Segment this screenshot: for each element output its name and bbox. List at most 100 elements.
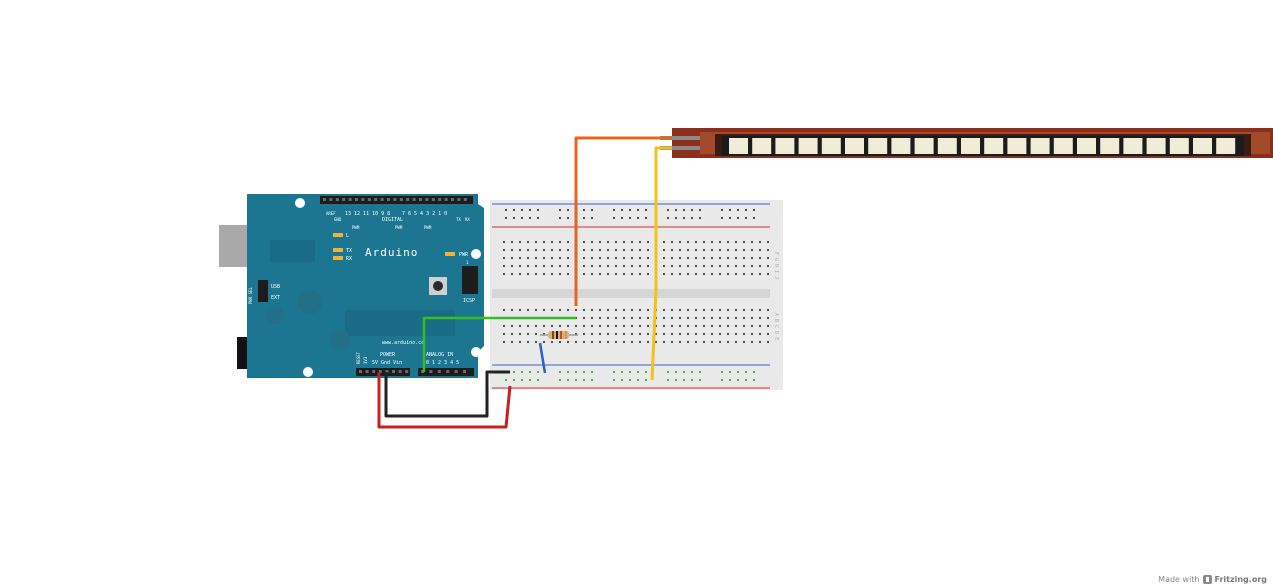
breadboard-hole[interactable] [631, 317, 633, 319]
breadboard-hole[interactable] [647, 325, 649, 327]
breadboard-hole[interactable] [615, 241, 617, 243]
breadboard-hole[interactable] [637, 371, 639, 373]
breadboard-hole[interactable] [623, 249, 625, 251]
breadboard-hole[interactable] [535, 257, 537, 259]
breadboard-hole[interactable] [671, 317, 673, 319]
breadboard-hole[interactable] [639, 273, 641, 275]
breadboard-hole[interactable] [687, 317, 689, 319]
breadboard-hole[interactable] [711, 317, 713, 319]
breadboard-hole[interactable] [663, 257, 665, 259]
breadboard-hole[interactable] [591, 217, 593, 219]
green-wire[interactable] [422, 316, 576, 372]
breadboard-hole[interactable] [559, 309, 561, 311]
digital-header-pin[interactable] [463, 198, 467, 201]
breadboard-hole[interactable] [721, 209, 723, 211]
breadboard-hole[interactable] [691, 379, 693, 381]
breadboard-hole[interactable] [729, 209, 731, 211]
breadboard-hole[interactable] [711, 241, 713, 243]
breadboard-hole[interactable] [695, 249, 697, 251]
breadboard-hole[interactable] [745, 209, 747, 211]
pwr-sel-jumper[interactable] [258, 280, 268, 302]
breadboard-hole[interactable] [751, 317, 753, 319]
breadboard-hole[interactable] [647, 333, 649, 335]
breadboard-hole[interactable] [671, 257, 673, 259]
breadboard-hole[interactable] [623, 257, 625, 259]
breadboard-hole[interactable] [559, 217, 561, 219]
breadboard-hole[interactable] [679, 317, 681, 319]
breadboard-hole[interactable] [743, 273, 745, 275]
breadboard-hole[interactable] [505, 379, 507, 381]
breadboard-hole[interactable] [703, 257, 705, 259]
breadboard-hole[interactable] [519, 257, 521, 259]
breadboard-hole[interactable] [607, 341, 609, 343]
breadboard-hole[interactable] [535, 273, 537, 275]
breadboard-hole[interactable] [543, 333, 545, 335]
breadboard-hole[interactable] [751, 257, 753, 259]
breadboard-hole[interactable] [647, 317, 649, 319]
breadboard-hole[interactable] [519, 249, 521, 251]
breadboard-hole[interactable] [759, 257, 761, 259]
breadboard-hole[interactable] [735, 241, 737, 243]
breadboard-hole[interactable] [599, 265, 601, 267]
breadboard-hole[interactable] [599, 325, 601, 327]
breadboard-hole[interactable] [719, 273, 721, 275]
breadboard-hole[interactable] [567, 341, 569, 343]
breadboard-hole[interactable] [671, 309, 673, 311]
breadboard-hole[interactable] [559, 265, 561, 267]
digital-header-pin[interactable] [342, 198, 346, 201]
breadboard-hole[interactable] [663, 309, 665, 311]
breadboard-hole[interactable] [591, 249, 593, 251]
breadboard-hole[interactable] [703, 317, 705, 319]
breadboard-hole[interactable] [615, 273, 617, 275]
breadboard-hole[interactable] [687, 265, 689, 267]
digital-header-pin[interactable] [444, 198, 448, 201]
digital-header-pin[interactable] [361, 198, 365, 201]
breadboard-hole[interactable] [645, 217, 647, 219]
breadboard-hole[interactable] [703, 265, 705, 267]
breadboard-hole[interactable] [743, 257, 745, 259]
breadboard-hole[interactable] [691, 217, 693, 219]
breadboard-hole[interactable] [691, 371, 693, 373]
breadboard-hole[interactable] [703, 341, 705, 343]
breadboard-hole[interactable] [591, 333, 593, 335]
breadboard-hole[interactable] [735, 273, 737, 275]
breadboard-hole[interactable] [583, 273, 585, 275]
breadboard-hole[interactable] [599, 317, 601, 319]
power-header-pin[interactable] [385, 370, 389, 373]
breadboard-hole[interactable] [743, 333, 745, 335]
digital-header-pin[interactable] [431, 198, 435, 201]
breadboard-hole[interactable] [703, 249, 705, 251]
breadboard-hole[interactable] [679, 273, 681, 275]
breadboard-hole[interactable] [753, 379, 755, 381]
digital-header-pin[interactable] [348, 198, 352, 201]
breadboard-hole[interactable] [623, 265, 625, 267]
breadboard-hole[interactable] [767, 273, 769, 275]
breadboard-hole[interactable] [719, 341, 721, 343]
breadboard-hole[interactable] [759, 249, 761, 251]
breadboard-hole[interactable] [647, 241, 649, 243]
red-wire[interactable] [377, 372, 512, 429]
breadboard-hole[interactable] [631, 273, 633, 275]
breadboard-hole[interactable] [687, 325, 689, 327]
breadboard-hole[interactable] [727, 241, 729, 243]
digital-header-pin[interactable] [323, 198, 326, 201]
breadboard-hole[interactable] [727, 257, 729, 259]
breadboard-hole[interactable] [535, 241, 537, 243]
breadboard-hole[interactable] [647, 273, 649, 275]
breadboard-hole[interactable] [727, 325, 729, 327]
breadboard-hole[interactable] [621, 209, 623, 211]
breadboard-hole[interactable] [727, 309, 729, 311]
breadboard-hole[interactable] [767, 257, 769, 259]
breadboard-hole[interactable] [543, 341, 545, 343]
breadboard-hole[interactable] [679, 333, 681, 335]
breadboard-hole[interactable] [511, 257, 513, 259]
breadboard-hole[interactable] [583, 249, 585, 251]
breadboard-hole[interactable] [675, 217, 677, 219]
breadboard-hole[interactable] [583, 209, 585, 211]
breadboard-hole[interactable] [743, 317, 745, 319]
breadboard-hole[interactable] [575, 341, 577, 343]
breadboard-hole[interactable] [743, 265, 745, 267]
breadboard-hole[interactable] [719, 257, 721, 259]
breadboard-hole[interactable] [699, 371, 701, 373]
breadboard-hole[interactable] [503, 257, 505, 259]
